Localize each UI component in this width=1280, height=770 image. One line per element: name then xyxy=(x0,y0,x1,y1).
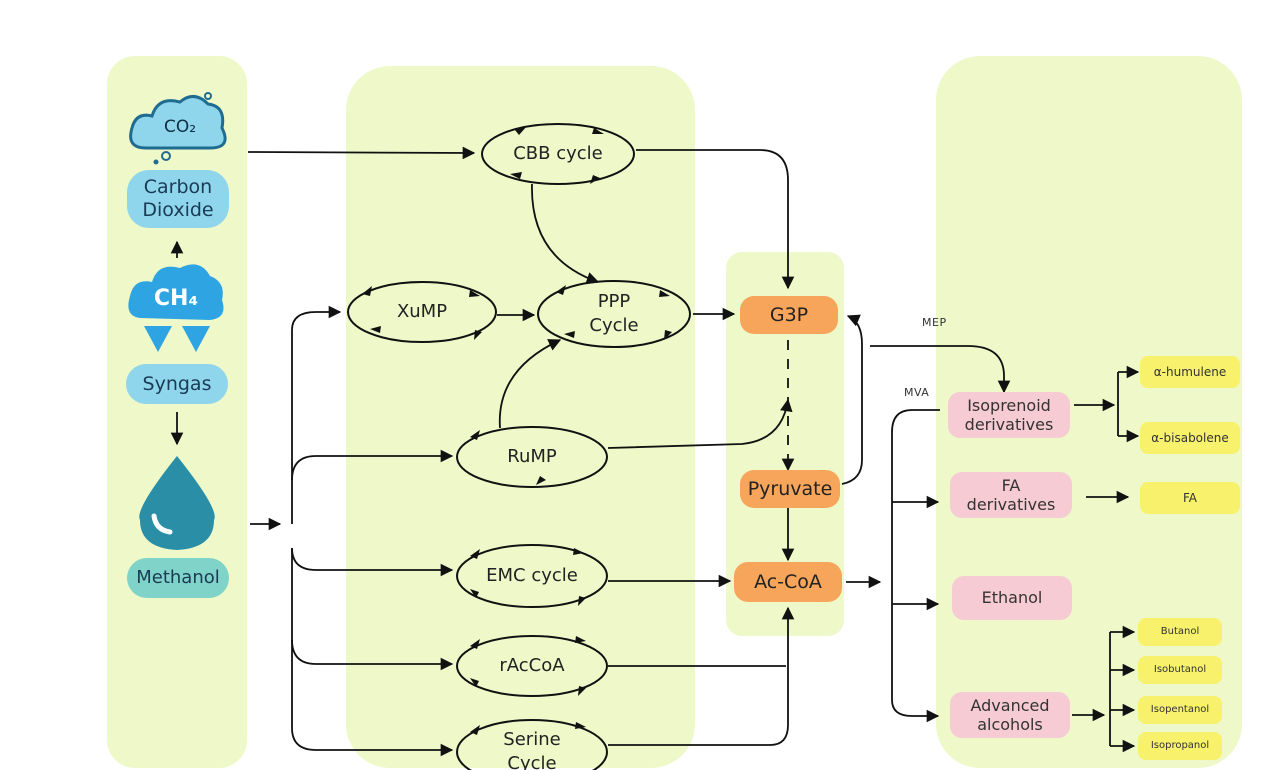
cbb-ellipse xyxy=(481,123,635,185)
ppp-ellipse xyxy=(537,280,691,348)
mva-label: MVA xyxy=(904,386,930,399)
cycles-panel xyxy=(346,66,695,768)
rump-ellipse xyxy=(456,426,608,488)
emc-ellipse xyxy=(456,544,608,608)
fa-derivatives-node: FA derivatives xyxy=(950,472,1072,518)
butanol-product: Butanol xyxy=(1138,618,1222,646)
racoa-ellipse xyxy=(456,635,608,697)
ch4-icon-label: CH₄ xyxy=(153,286,199,312)
xump-label: XuMP xyxy=(396,300,448,322)
serine-cycle-label: Serine Cycle xyxy=(503,729,561,770)
isobutanol-product: Isobutanol xyxy=(1138,656,1222,684)
racoa-label: rAcCoA xyxy=(499,654,565,676)
xump-ellipse xyxy=(347,281,497,343)
syngas-node: Syngas xyxy=(126,364,228,404)
g3p-node: G3P xyxy=(740,296,838,334)
rump-label: RuMP xyxy=(507,445,557,467)
co2-icon-label: CO₂ xyxy=(163,116,197,137)
fa-product: FA xyxy=(1140,482,1240,514)
pyruvate-node: Pyruvate xyxy=(740,470,840,508)
alpha-bisabolene-product: α-bisabolene xyxy=(1140,422,1240,454)
mep-label: MEP xyxy=(922,316,947,329)
carbon-dioxide-node: Carbon Dioxide xyxy=(127,170,229,228)
alpha-humulene-product: α-humulene xyxy=(1140,356,1240,388)
advanced-alcohols-node: Advanced alcohols xyxy=(950,692,1070,738)
isopentanol-product: Isopentanol xyxy=(1138,696,1222,724)
serine-ellipse xyxy=(456,719,608,770)
accoa-node: Ac-CoA xyxy=(734,562,842,602)
isopropanol-product: Isopropanol xyxy=(1138,732,1222,760)
isoprenoid-derivatives-node: Isoprenoid derivatives xyxy=(948,392,1070,438)
emc-cycle-label: EMC cycle xyxy=(486,564,578,586)
cbb-cycle-label: CBB cycle xyxy=(513,142,603,164)
methanol-node: Methanol xyxy=(127,558,229,598)
ppp-cycle-label: PPP Cycle xyxy=(589,290,639,336)
ethanol-node: Ethanol xyxy=(952,576,1072,620)
